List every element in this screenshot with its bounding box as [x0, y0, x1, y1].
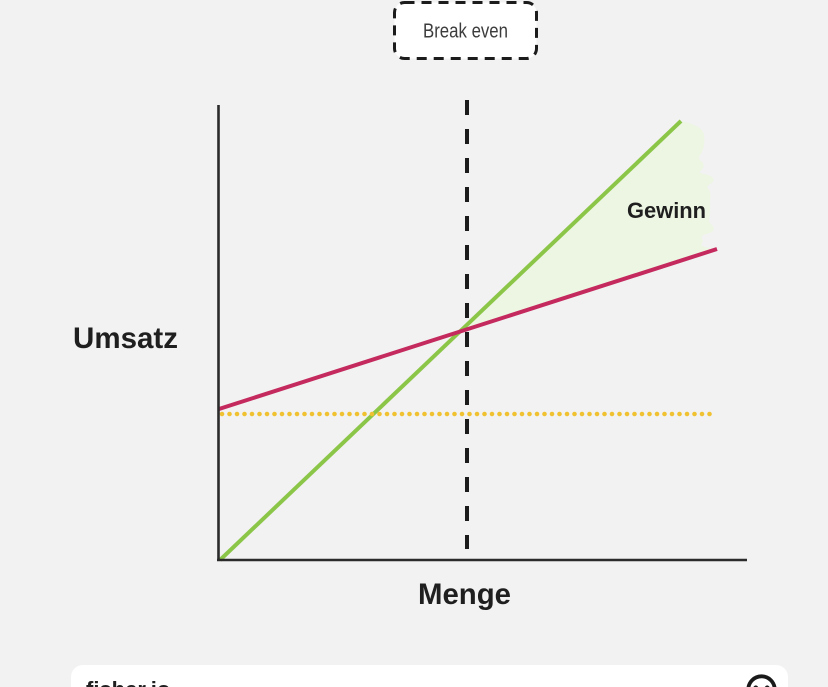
- svg-text:fisher.io: fisher.io: [86, 677, 170, 687]
- svg-text:Umsatz: Umsatz: [73, 322, 178, 355]
- svg-text:Menge: Menge: [418, 578, 511, 611]
- svg-text:Gewinn: Gewinn: [627, 198, 706, 223]
- svg-text:Break even: Break even: [423, 21, 508, 43]
